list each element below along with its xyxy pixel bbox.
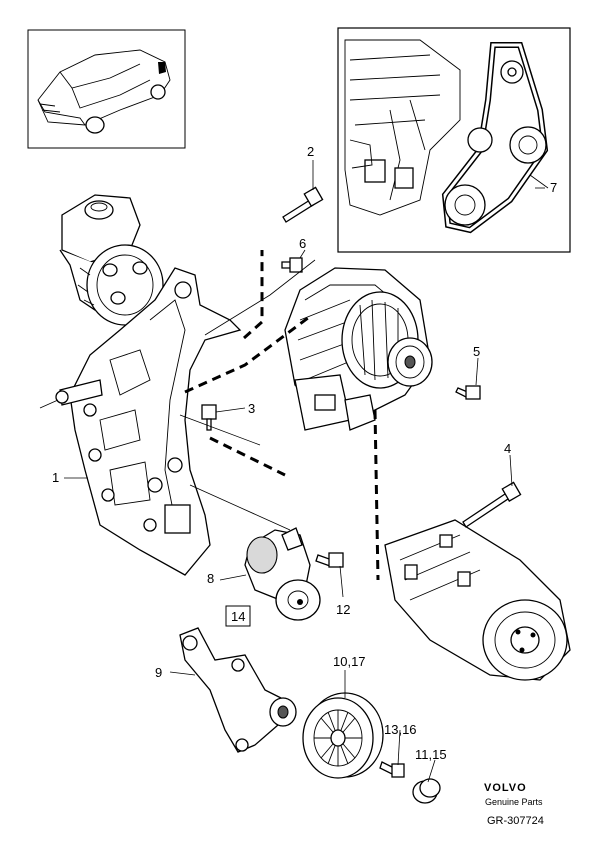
brand-subtitle: Genuine Parts xyxy=(485,797,543,807)
alternator xyxy=(284,267,433,431)
callout-4: 4 xyxy=(504,441,511,456)
callout-6: 6 xyxy=(299,236,306,251)
callout-14-box xyxy=(225,605,251,627)
dashed-alignment-lines xyxy=(184,250,380,581)
ac-compressor xyxy=(384,519,571,681)
callout-11-15: 11,15 xyxy=(415,747,447,762)
callout-13-16: 13,16 xyxy=(384,722,417,737)
idler-bracket xyxy=(179,627,297,753)
mounting-bracket xyxy=(39,267,242,576)
callout-3: 3 xyxy=(248,401,255,416)
leader-lines xyxy=(64,160,549,783)
belt-tensioner xyxy=(244,527,321,621)
brand-logo: VOLVO xyxy=(484,782,527,794)
idler-pulley xyxy=(302,692,384,779)
callout-9: 9 xyxy=(155,665,162,680)
bolts xyxy=(201,186,522,804)
callout-14: 14 xyxy=(231,609,245,624)
callout-numbers: 2 6 3 5 4 1 7 8 9 10,17 12 13,16 11,15 1… xyxy=(52,144,557,762)
callout-2: 2 xyxy=(307,144,314,159)
callout-7: 7 xyxy=(550,180,557,195)
footer: VOLVO Genuine Parts GR-307724 xyxy=(484,782,544,827)
power-steering-pump xyxy=(59,194,164,326)
belt-detail-inset xyxy=(337,27,571,253)
reference-number: GR-307724 xyxy=(487,815,544,827)
callout-10-17: 10,17 xyxy=(333,654,366,669)
callout-5: 5 xyxy=(473,344,480,359)
car-inset xyxy=(27,29,186,149)
callout-8: 8 xyxy=(207,571,214,586)
callout-1: 1 xyxy=(52,470,59,485)
callout-12: 12 xyxy=(336,602,350,617)
